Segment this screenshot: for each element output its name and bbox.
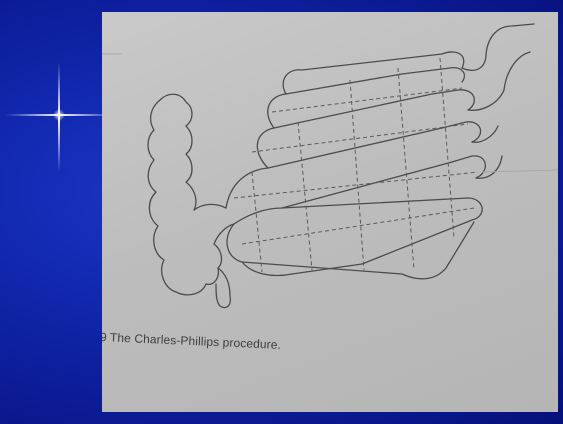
colon-outline (148, 100, 221, 295)
small-bowel-loop-3 (283, 54, 442, 94)
duodenal-segment (462, 24, 534, 70)
charles-phillips-procedure-illustration (102, 12, 558, 412)
scanned-figure: 9 The Charles-Phillips procedure. (102, 12, 558, 412)
small-bowel-loop-2 (257, 94, 432, 168)
suture-line (252, 172, 262, 272)
